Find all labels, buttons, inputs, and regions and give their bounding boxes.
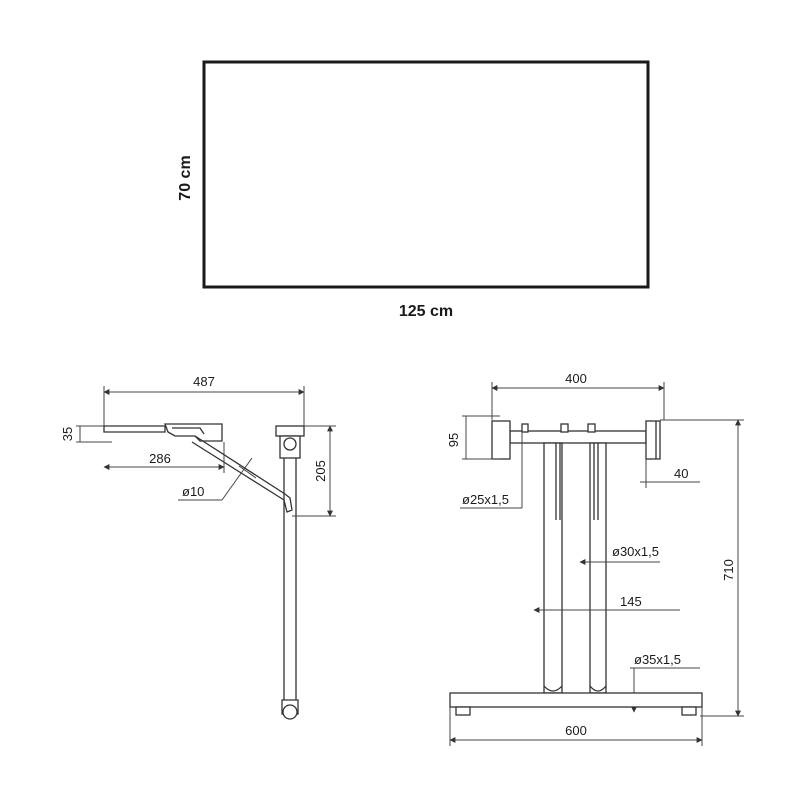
front-left-block: [491, 420, 511, 460]
front-base-foot-right: [681, 706, 697, 716]
front-left-tube-foot: [543, 685, 563, 692]
front-top-crossbar: [509, 430, 647, 444]
dim-286-label: 286: [149, 451, 171, 466]
dim-145-label: 145: [620, 594, 642, 609]
side-foot: [281, 699, 299, 715]
dim-400-label: 400: [565, 371, 587, 386]
base-tube-label: ø35x1,5: [634, 652, 681, 667]
tabletop-outline: [202, 60, 650, 289]
dim-205-label: 205: [313, 460, 328, 482]
dim-95-label: 95: [446, 433, 461, 447]
side-top-rail: [103, 425, 166, 433]
tabletop-width-label: 125 cm: [399, 303, 453, 320]
side-view: 487 35 286 ø10 205: [60, 374, 336, 720]
side-foot-wheel: [282, 704, 298, 720]
dim-487-label: 487: [193, 374, 215, 389]
dim-40-label: 40: [674, 466, 688, 481]
side-diagonal-rod: [191, 435, 293, 513]
front-left-clip: [521, 423, 529, 433]
tabletop-height-label: 70 cm: [177, 155, 194, 200]
front-base-foot-left: [455, 706, 471, 716]
dim-710-label: 710: [721, 559, 736, 581]
rod-leader-tick: [238, 465, 257, 479]
front-left-tube: [543, 442, 563, 694]
front-mid-clip-2: [587, 423, 596, 433]
tabletop-top-view: 70 cm 125 cm: [177, 60, 650, 320]
front-base: [449, 692, 703, 708]
front-right-tube-foot: [589, 685, 607, 692]
rod-diameter-label: ø10: [182, 484, 204, 499]
rod-leader: [221, 457, 253, 501]
dim-35-label: 35: [60, 427, 75, 441]
tube-small-label: ø25x1,5: [462, 492, 509, 507]
dim-600-label: 600: [565, 723, 587, 738]
side-post-head: [275, 425, 305, 437]
side-post-bolt: [283, 437, 297, 451]
side-bracket-detail: [172, 427, 205, 435]
front-right-block: [645, 420, 661, 460]
front-view: 400 95 40 ø25x1,5 ø30x1,5: [446, 371, 744, 746]
tube-mid-label: ø30x1,5: [612, 544, 659, 559]
side-bracket: [164, 423, 223, 442]
front-mid-clip-1: [560, 423, 569, 433]
